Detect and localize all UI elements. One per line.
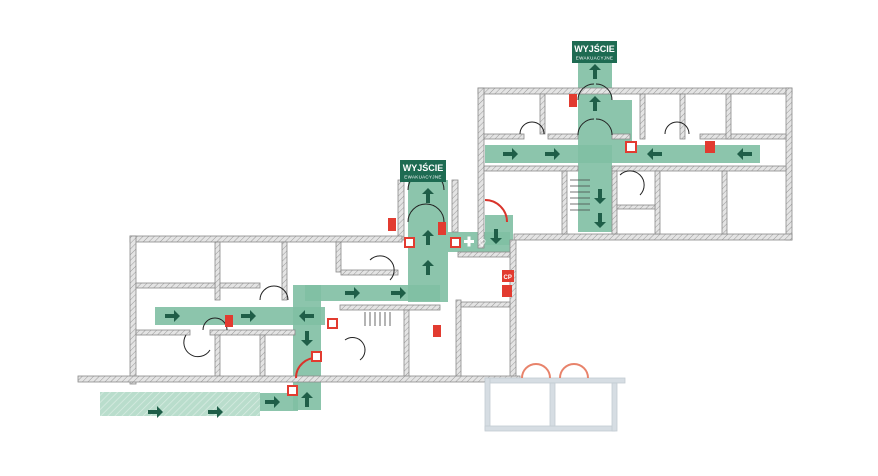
defibrillator-icon: ♡ [478, 238, 486, 248]
route-middle-horizontal [305, 285, 440, 301]
fire-alarm-icon [450, 237, 461, 248]
fire-alarm-icon [404, 237, 415, 248]
exit-door-red [484, 199, 508, 223]
hydrant-label: CP [504, 275, 512, 281]
walls-annex [484, 363, 626, 432]
fire-alarm-icon [327, 318, 338, 329]
exit-sign-subtitle: EWAKUACYJNE [576, 56, 613, 61]
walls-right-building [477, 87, 793, 249]
annex-door [521, 363, 551, 379]
route-upper-vertical [578, 62, 612, 232]
fire-alarm-icon [311, 351, 322, 362]
route-upper-corridor [485, 145, 760, 163]
exit-sign-title: WYJŚCIE [574, 43, 615, 54]
alarm-button-icon [569, 94, 577, 107]
alarm-button-icon [388, 218, 396, 231]
evacuation-routes [100, 62, 760, 416]
exit-sign-subtitle: EWAKUACYJNE [404, 175, 441, 180]
route-left-corridor [155, 307, 325, 325]
fire-extinguisher-icon [225, 315, 233, 327]
alarm-button-icon [438, 222, 446, 235]
staircase-middle [364, 312, 391, 326]
hydrant-sign: CP [502, 270, 514, 282]
exit-sign-title: WYJŚCIE [403, 162, 444, 173]
route-outdoor-path [100, 392, 260, 416]
fire-extinguisher-icon [502, 285, 512, 297]
annex-door [559, 363, 589, 379]
doors [183, 83, 690, 379]
fire-alarm-icon [625, 141, 637, 153]
safety-signs: CP ♡ [225, 94, 715, 396]
first-aid-icon [464, 236, 474, 247]
exit-sign-middle: WYJŚCIE EWAKUACYJNE [400, 160, 446, 182]
staircase-right [570, 179, 590, 211]
exit-sign-top: WYJŚCIE EWAKUACYJNE [572, 41, 617, 63]
walls-middle-building [77, 179, 521, 385]
fire-extinguisher-icon [433, 325, 441, 337]
fire-alarm-icon [287, 385, 298, 396]
fire-extinguisher-icon [705, 141, 715, 153]
